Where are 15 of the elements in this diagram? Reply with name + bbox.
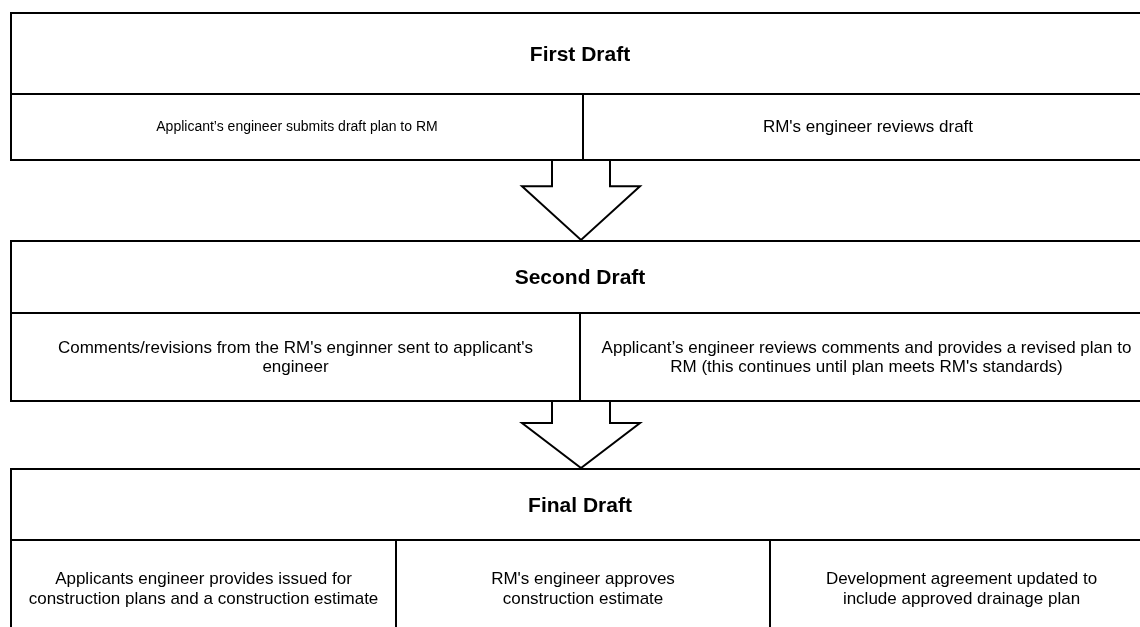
step-text: RM's engineer approves construction estimate — [490, 569, 676, 608]
step-text: Applicants engineer provides issued for construction plans and a construction estimate — [27, 569, 380, 608]
step-text: RM's engineer reviews draft — [762, 117, 974, 137]
block-arrow — [519, 401, 643, 470]
stage-heading: First Draft — [529, 41, 631, 66]
block-arrow — [519, 160, 643, 242]
step-text: Development agreement updated to include approved drainage plan — [824, 569, 1099, 608]
stage-box — [10, 240, 1140, 402]
stage-heading: Second Draft — [514, 265, 646, 289]
stage-heading: Final Draft — [528, 492, 632, 517]
stage-box — [10, 468, 1140, 627]
step-text: Applicant’s engineer submits draft plan to RM — [156, 119, 438, 135]
step-text: Applicant’s engineer reviews comments and provides a revised plan to RM (this continues until plan meets RM's standards) — [600, 337, 1133, 377]
stage-box — [10, 12, 1140, 161]
step-text: Comments/revisions from the RM's enginner sent to applicant's engineer — [56, 337, 535, 377]
